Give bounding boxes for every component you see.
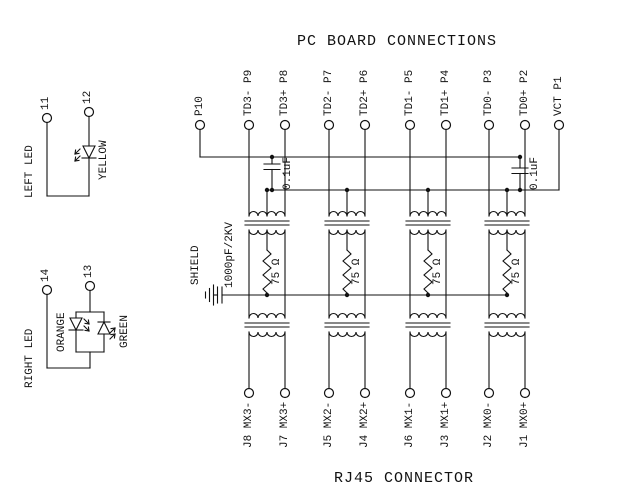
channel-td3 <box>244 187 290 390</box>
bottom-pin-label-j6: J6 MX1- <box>403 401 416 448</box>
pin-12-label: 12 <box>82 90 94 104</box>
hv-capacitor-label: 1000pF/2KV <box>224 221 236 288</box>
channel-td2 <box>324 187 370 390</box>
pin-leads <box>199 128 560 217</box>
bottom-pin-label-j3: J3 MX1+ <box>439 401 452 448</box>
top-pin-label-p8: TD3+ P8 <box>278 69 291 116</box>
capacitor-label-right: 0.1uF <box>529 156 541 190</box>
resistor-label-2: 75 Ω <box>351 258 363 285</box>
right-led-circuit <box>41 280 116 369</box>
orange-led-label: ORANGE <box>56 312 68 352</box>
top-pin-label-p10: P10 <box>193 96 206 116</box>
right-led-title: RIGHT LED <box>24 328 36 388</box>
pin-13-label: 13 <box>83 264 95 278</box>
capacitor-label-left: 0.1uF <box>282 156 294 190</box>
shield-termination <box>204 284 508 306</box>
resistor-label-3: 75 Ω <box>432 258 444 285</box>
top-pin-label-p6: TD2+ P6 <box>358 69 371 116</box>
left-led-circuit <box>41 106 97 197</box>
top-pin-label-p4: TD1+ P4 <box>439 69 452 116</box>
top-pin-label-p9: TD3- P9 <box>242 69 255 116</box>
decoupling-caps <box>263 154 529 193</box>
shield-label: SHIELD <box>190 245 202 285</box>
top-pin-label-p3: TD0- P3 <box>482 69 495 116</box>
bottom-pin-label-j4: J4 MX2+ <box>358 401 371 448</box>
bottom-pins <box>243 387 531 399</box>
resistor-label-4: 75 Ω <box>511 258 523 285</box>
bottom-pin-label-j8: J8 MX3- <box>242 401 255 448</box>
diagram-title: PC BOARD CONNECTIONS <box>297 33 498 50</box>
left-led-title: LEFT LED <box>24 145 36 198</box>
pin-14-label: 14 <box>40 268 52 282</box>
top-pin-label-p2: TD0+ P2 <box>518 69 531 116</box>
green-led-label: GREEN <box>119 314 131 348</box>
yellow-led-label: YELLOW <box>98 140 110 180</box>
channel-td1 <box>405 187 451 390</box>
pin-11-label: 11 <box>40 96 52 110</box>
top-pins <box>194 119 565 131</box>
bottom-pin-label-j1: J1 MX0+ <box>518 401 531 448</box>
rails <box>199 156 560 191</box>
bottom-pin-label-j5: J5 MX2- <box>322 401 335 448</box>
top-pin-label-p5: TD1- P5 <box>403 69 416 116</box>
bottom-pin-label-j7: J7 MX3+ <box>278 401 291 448</box>
resistor-label-1: 75 Ω <box>271 258 283 285</box>
connector-title: RJ45 CONNECTOR <box>334 470 475 487</box>
top-pin-label-p1: VCT P1 <box>552 76 565 116</box>
bottom-pin-label-j2: J2 MX0- <box>482 401 495 448</box>
channel-td0 <box>484 187 530 390</box>
top-pin-label-p7: TD2- P7 <box>322 69 335 116</box>
